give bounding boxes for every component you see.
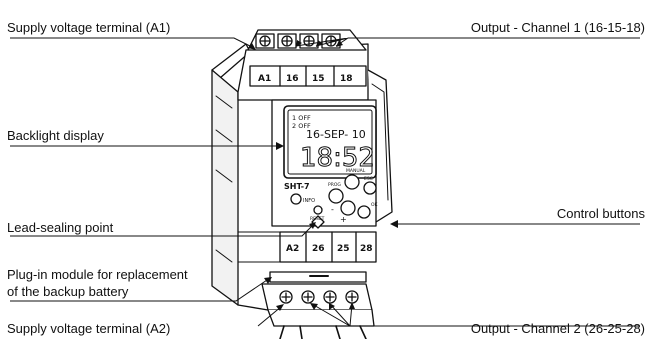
display-date: 16-SEP- 10 <box>306 128 366 141</box>
leader-supply-a1 <box>10 37 255 49</box>
device-side-panel <box>211 69 239 306</box>
manual-button[interactable] <box>344 174 360 190</box>
callout-plugin-line1: Plug-in module for replacement <box>7 267 188 282</box>
top-terminal-label-15: 15 <box>312 74 325 84</box>
callout-backlight: Backlight display <box>7 128 104 143</box>
top-terminal-label-18: 18 <box>340 74 353 84</box>
minus-label: - <box>331 205 334 214</box>
ok-label: OK <box>371 202 379 208</box>
arrowhead <box>390 220 398 228</box>
callout-plugin-line2: of the backup battery <box>7 284 129 299</box>
esc-label: ESC <box>364 176 373 182</box>
callout-output-ch1: Output - Channel 1 (16-15-18) <box>470 20 645 35</box>
display-time: 18:52 <box>300 143 375 173</box>
bottom-terminal-label-28: 28 <box>360 244 373 254</box>
arrowhead <box>296 40 302 47</box>
callout-supply-a1: Supply voltage terminal (A1) <box>7 20 171 35</box>
status-off-2: 2 OFF <box>292 122 311 130</box>
arrowhead <box>248 43 256 50</box>
plus-label: + <box>340 215 347 224</box>
status-off-1: 1 OFF <box>292 114 311 122</box>
leader-plugin <box>10 277 271 302</box>
arrowhead <box>264 277 272 284</box>
info-button[interactable] <box>290 193 302 205</box>
top-terminal-label-16: 16 <box>286 74 299 84</box>
reset-button[interactable] <box>313 205 323 215</box>
esc-button[interactable] <box>363 181 377 195</box>
arrowhead <box>276 304 284 311</box>
arrowhead <box>316 40 323 47</box>
arrowhead <box>276 142 284 150</box>
minus-button[interactable] <box>340 200 356 216</box>
top-terminal-label-a1: A1 <box>258 74 271 84</box>
bottom-terminal-label-26: 26 <box>312 244 325 254</box>
bottom-terminal-label-a2: A2 <box>286 244 299 254</box>
info-label: INFO <box>303 198 315 204</box>
arrowhead <box>336 40 343 47</box>
leader-supply-a2 <box>257 305 283 327</box>
bottom-terminal-label-25: 25 <box>337 244 350 254</box>
prog-label: PROG <box>328 182 341 188</box>
arrowhead <box>309 222 316 229</box>
ok-button[interactable] <box>357 205 371 219</box>
arrowhead <box>349 302 355 309</box>
reset-label: RESET <box>310 216 325 222</box>
leader-lead-sealing <box>10 223 315 237</box>
callout-lead-sealing: Lead-sealing point <box>7 220 114 235</box>
model-label: SHT-7 <box>284 182 310 191</box>
arrowhead <box>310 303 318 310</box>
callout-output-ch2: Output - Channel 2 (26-25-28) <box>470 321 645 336</box>
callout-control-buttons: Control buttons <box>556 206 645 221</box>
arrowhead <box>329 303 335 310</box>
callout-supply-a2: Supply voltage terminal (A2) <box>7 321 171 336</box>
bottom-label-strip <box>279 231 377 263</box>
manual-label: MANUAL <box>346 168 366 174</box>
lead-sealing-point <box>311 215 325 229</box>
prog-button[interactable] <box>328 188 344 204</box>
